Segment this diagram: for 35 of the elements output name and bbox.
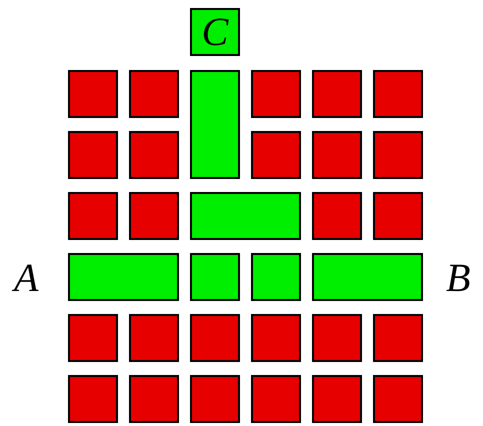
grid-square: [373, 70, 423, 118]
grid-square: [251, 131, 301, 179]
grid-square: [190, 253, 240, 301]
grid-square: [129, 375, 179, 423]
grid-square: [373, 375, 423, 423]
grid-square: [68, 192, 118, 240]
grid-square: [129, 192, 179, 240]
grid-square: [251, 253, 301, 301]
grid-square: [312, 192, 362, 240]
grid-square: [312, 131, 362, 179]
grid-square: [129, 314, 179, 362]
grid-square: [312, 314, 362, 362]
grid-square: [129, 70, 179, 118]
grid-square: [129, 131, 179, 179]
grid-square: [68, 131, 118, 179]
grid-square: [373, 131, 423, 179]
grid-square: [68, 314, 118, 362]
grid-square: [312, 70, 362, 118]
grid-square: [312, 253, 423, 301]
grid-square: [190, 375, 240, 423]
grid-square: [190, 70, 240, 179]
grid-square: [68, 375, 118, 423]
grid-square: [312, 375, 362, 423]
grid-square: [68, 253, 179, 301]
grid-square: [251, 375, 301, 423]
grid-square: [251, 70, 301, 118]
grid-square: [373, 192, 423, 240]
point-label: B: [446, 258, 470, 298]
grid-square: [190, 192, 301, 240]
grid-square: [68, 70, 118, 118]
point-label: A: [14, 258, 38, 298]
grid-square: [251, 314, 301, 362]
grid-square: [190, 314, 240, 362]
grid-square: [373, 314, 423, 362]
letter-box: C: [190, 8, 240, 56]
